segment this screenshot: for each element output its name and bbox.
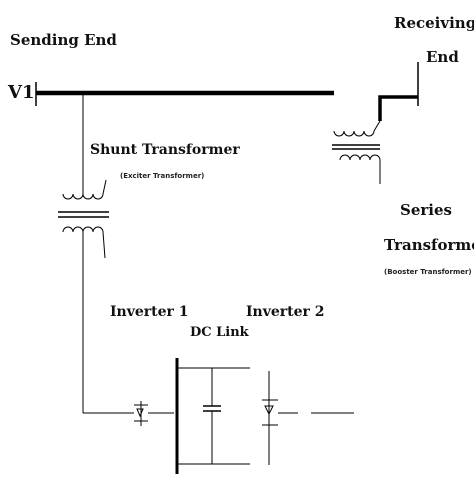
v1-label: V1 (8, 82, 35, 103)
inverter2-label: Inverter 2 (246, 304, 325, 320)
inverter1-label: Inverter 1 (110, 304, 189, 320)
inverter1-symbol (134, 401, 174, 426)
series-transformer (332, 120, 381, 184)
shunt-transformer (58, 93, 134, 414)
receiving-end-label-line1: Receiving (394, 14, 474, 32)
inverter2-symbol (262, 371, 354, 465)
shunt-secondary-winding (62, 226, 104, 233)
series-transformer-note: (Booster Transformer) (384, 268, 472, 276)
series-transformer-label-line1: Series (400, 201, 452, 219)
series-primary-winding (333, 130, 375, 137)
dc-link (175, 358, 250, 474)
receiving-end-lead (378, 95, 418, 121)
shunt-transformer-note: (Exciter Transformer) (120, 172, 205, 180)
sending-end-label: Sending End (10, 31, 117, 49)
receiving-end-label-line2: End (426, 48, 459, 66)
dc-link-label: DC Link (190, 325, 249, 340)
series-transformer-label-line2: Transformer (384, 236, 474, 254)
shunt-primary-winding (62, 193, 104, 200)
shunt-transformer-label: Shunt Transformer (90, 142, 240, 158)
series-secondary-winding (339, 154, 381, 161)
